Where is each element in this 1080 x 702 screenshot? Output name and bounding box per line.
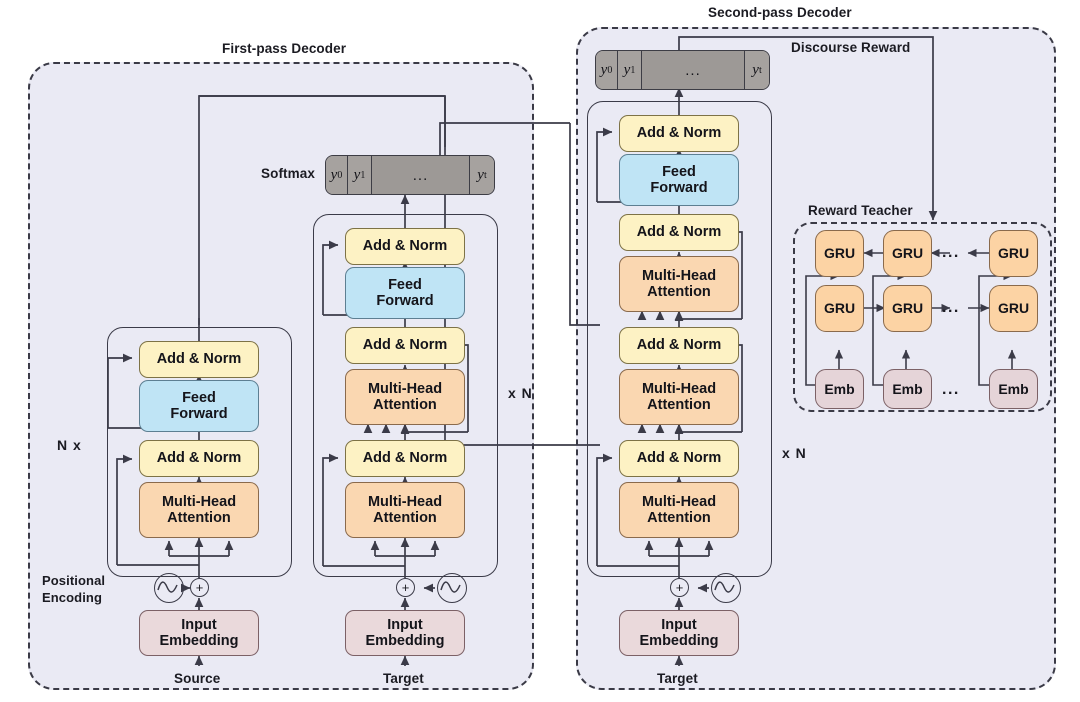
label-input-target-first: Target <box>383 671 424 686</box>
sequence-cell-ellipsis: ... <box>372 156 470 194</box>
sine-wave-icon <box>714 581 735 593</box>
title-reward-teacher: Reward Teacher <box>808 203 913 218</box>
label-discourse-reward: Discourse Reward <box>791 40 911 55</box>
label-softmax: Softmax <box>261 166 315 181</box>
label-repeat-decoder-second: x N <box>782 445 807 461</box>
positional-encoding-icon-target-second <box>711 573 741 603</box>
block-label: Add & Norm <box>362 450 448 467</box>
block-label: Add & Norm <box>636 337 722 354</box>
group-frame-first-pass-encoder <box>107 327 292 577</box>
sine-wave-icon <box>440 581 461 593</box>
ellipsis-gru-top: ... <box>942 244 960 261</box>
label-repeat-decoder-first: x N <box>508 385 533 401</box>
add-operator-target-second: + <box>670 578 689 597</box>
block-label: Add & Norm <box>362 238 448 255</box>
block-label: Add & Norm <box>636 125 722 142</box>
positional-encoding-icon-target-first <box>437 573 467 603</box>
block-add-norm-encoder-2: Add & Norm <box>139 341 259 378</box>
block-add-norm-decoder-second-2: Add & Norm <box>619 327 739 364</box>
sequence-cell-ellipsis: ... <box>642 51 745 89</box>
positional-encoding-icon-source <box>154 573 184 603</box>
block-label: Add & Norm <box>362 337 448 354</box>
block-label: Add & Norm <box>156 351 242 368</box>
ellipsis-emb: ... <box>942 381 960 398</box>
block-gru-top-1: GRU <box>815 230 864 277</box>
block-gru-top-2: GRU <box>883 230 932 277</box>
block-label: GRU <box>823 300 856 317</box>
block-label: Emb <box>824 380 855 397</box>
block-add-norm-decoder-second-1: Add & Norm <box>619 440 739 477</box>
block-label: Add & Norm <box>636 450 722 467</box>
block-label: Add & Norm <box>156 450 242 467</box>
title-first-pass-decoder: First-pass Decoder <box>222 41 347 56</box>
add-operator-source: + <box>190 578 209 597</box>
block-add-norm-decoder-second-2b: Add & Norm <box>619 214 739 251</box>
block-label: GRU <box>997 245 1030 262</box>
block-label: Add & Norm <box>636 224 722 241</box>
title-second-pass-decoder: Second-pass Decoder <box>708 5 852 20</box>
block-label: GRU <box>891 300 924 317</box>
block-emb-3: Emb <box>989 369 1038 409</box>
label-input-source: Source <box>174 671 221 686</box>
group-frame-first-pass-decoder <box>313 214 498 577</box>
block-emb-2: Emb <box>883 369 932 409</box>
block-add-norm-decoder-first-3: Add & Norm <box>345 228 465 265</box>
label-repeat-encoder: N x <box>57 437 82 453</box>
block-gru-mid-2: GRU <box>883 285 932 332</box>
block-label: GRU <box>891 245 924 262</box>
block-gru-top-3: GRU <box>989 230 1038 277</box>
block-gru-mid-3: GRU <box>989 285 1038 332</box>
sine-wave-icon <box>157 581 178 593</box>
label-input-target-second: Target <box>657 671 698 686</box>
block-emb-1: Emb <box>815 369 864 409</box>
block-label: Emb <box>892 380 923 397</box>
ellipsis-gru-mid: ... <box>942 299 960 316</box>
add-operator-target-first: + <box>396 578 415 597</box>
block-label: GRU <box>997 300 1030 317</box>
block-add-norm-decoder-second-3: Add & Norm <box>619 115 739 152</box>
block-label: GRU <box>823 245 856 262</box>
block-add-norm-encoder-1: Add & Norm <box>139 440 259 477</box>
block-add-norm-decoder-first-1: Add & Norm <box>345 440 465 477</box>
block-gru-mid-1: GRU <box>815 285 864 332</box>
block-add-norm-decoder-first-2: Add & Norm <box>345 327 465 364</box>
block-label: Emb <box>998 380 1029 397</box>
group-frame-second-pass-decoder <box>587 101 772 577</box>
